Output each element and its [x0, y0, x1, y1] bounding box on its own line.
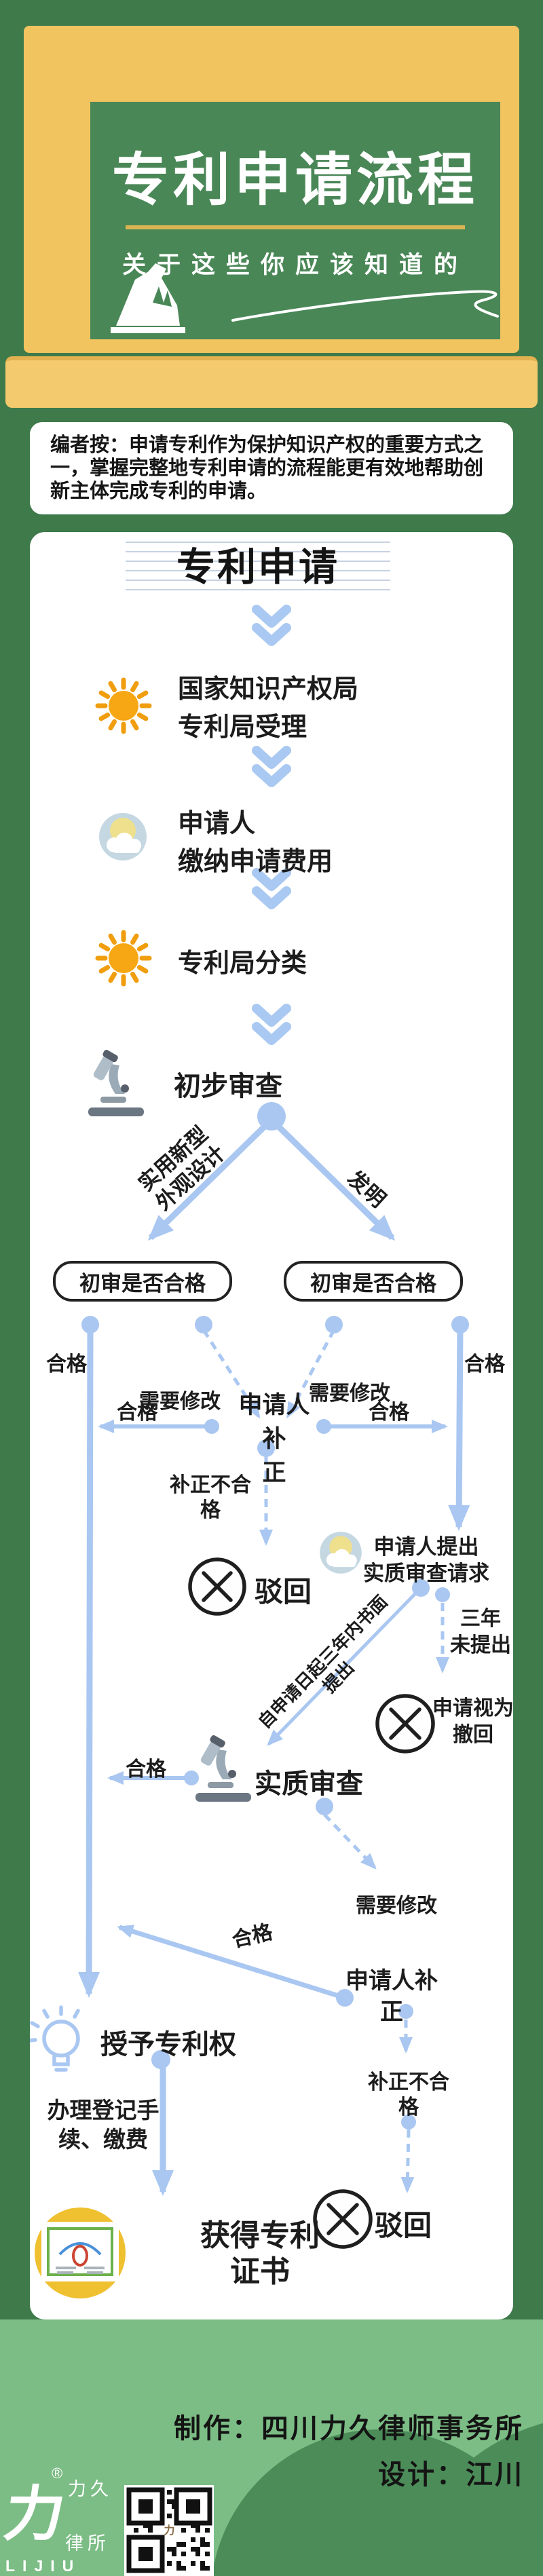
svg-text:力: 力: [164, 2524, 174, 2537]
microscope-icon: [195, 1735, 251, 1802]
pass-label: 合格: [464, 1353, 505, 1376]
sun-cloud-icon: [99, 813, 147, 860]
pass-label: 合格: [46, 1353, 87, 1376]
page-title: 专利申请流程: [111, 148, 479, 212]
registered-mark: ®: [52, 2465, 63, 2482]
reject2-x-icon: [313, 2189, 373, 2249]
supplement-label: 申请人补 正: [238, 1392, 310, 1486]
reject-label: 驳回: [375, 2210, 432, 2241]
need-fix-label: 需要修改: [356, 1895, 437, 1917]
chalk-hand-icon: [111, 263, 185, 333]
registration-label: 办理登记手 续、缴费: [47, 2098, 160, 2152]
page-subtitle: 关于这些你应该知道的: [121, 252, 468, 278]
blackboard-frame: 专利申请流程 关于这些你应该知道的: [24, 26, 519, 353]
fix-fail-label: 补正不合 格: [368, 2071, 449, 2119]
sun-cloud-icon: [320, 1532, 362, 1574]
arrow-pass-left-long: [78, 1324, 100, 1998]
grant-label: 授予专利权: [100, 2030, 236, 2060]
sun-icon: [95, 930, 152, 987]
connector-dots: [81, 1102, 469, 2129]
editor-note-text: 编者按：申请专利作为保护知识产权的重要方式之一，掌握完整地专利申请的流程能更有效…: [50, 434, 484, 502]
flow-card: 专利申请: [30, 532, 514, 2319]
flow-title: 专利申请: [176, 546, 339, 589]
request-exam-label: 申请人提出 实质审查请求: [363, 1535, 489, 1585]
chalk-squiggle: [231, 290, 499, 322]
need-fix-label: 需要修改: [139, 1390, 221, 1413]
fix-fail-label: 补正不合 格: [170, 1474, 251, 1521]
flow-title-lined-bg: [126, 533, 390, 590]
step-receive: 国家知识产权局 专利局受理: [178, 675, 359, 742]
dashed-fixfail2-down: [400, 2129, 415, 2193]
initial-check-box-left: 初审是否合格: [53, 1261, 232, 1302]
step-classify: 专利局分类: [178, 949, 307, 978]
three-years-not-label: 三年 未提出: [450, 1608, 511, 1656]
chevron-down-icon: [252, 605, 291, 1045]
arrow-pass-right: [448, 1324, 470, 1531]
dashed-needfix-substantive: [323, 1813, 377, 1870]
pass-label: 合格: [369, 1401, 409, 1424]
editor-note: 编者按：申请专利作为保护知识产权的重要方式之一，掌握完整地专利申请的流程能更有效…: [30, 422, 513, 514]
flow-connectors: [30, 605, 470, 2298]
light-bulb-icon: [30, 2005, 80, 2072]
qr-code: 力: [124, 2485, 214, 2576]
pass-label: 合格: [126, 1758, 166, 1781]
initial-check-box-right: 初审是否合格: [284, 1261, 463, 1302]
title-underline: [126, 225, 465, 229]
credit-text: 制作：四川力久律师事务所: [174, 2414, 524, 2444]
chalk-doodles: [111, 263, 499, 333]
microscope-icon: [88, 1050, 144, 1116]
step-preliminary: 初步审查: [174, 1072, 282, 1101]
withdrawn-x-icon: [375, 1694, 435, 1754]
logo-seal-top: 力久: [68, 2479, 113, 2500]
reject-label: 驳回: [255, 1576, 312, 1608]
footer-arc-decor: [212, 2423, 543, 2576]
pass-label: 合格: [117, 1401, 157, 1424]
footer: 制作：四川力久律师事务所 设计：江川 力 ® 力久 律所 LIJIU 力: [0, 2319, 543, 2576]
step-substantive: 实质审查: [255, 1769, 363, 1799]
logo-seal-bottom: 律所: [65, 2533, 110, 2554]
arrow-supplement2-pass: [117, 1925, 346, 2001]
reject-x-icon: [188, 1557, 246, 1616]
blackboard: 专利申请流程 关于这些你应该知道的: [90, 102, 500, 339]
certificate-icon: [35, 2208, 126, 2298]
arrow-fork-left: [147, 1117, 274, 1241]
need-fix-label: 需要修改: [309, 1382, 390, 1405]
logo-latin: LIJIU: [5, 2557, 81, 2575]
sun-icon: [95, 677, 152, 734]
design-text: 设计：江川: [378, 2460, 524, 2490]
dashed-needfix-left: [202, 1329, 261, 1419]
step-fee: 申请人 缴纳申请费用: [178, 810, 333, 876]
supplement-label: 申请人补 正: [345, 1968, 438, 2025]
certificate-label: 获得专利 证书: [200, 2219, 320, 2288]
lijiu-logo: 力 ® 力久 律所 LIJIU: [0, 2465, 121, 2576]
deemed-withdrawn-label: 申请视为 撤回: [432, 1697, 514, 1746]
chalk-tray: [5, 356, 538, 408]
arrow-fork-right: [269, 1117, 396, 1241]
arrow-request-to-substantive: [267, 1587, 422, 1746]
dashed-needfix-right: [286, 1329, 336, 1419]
